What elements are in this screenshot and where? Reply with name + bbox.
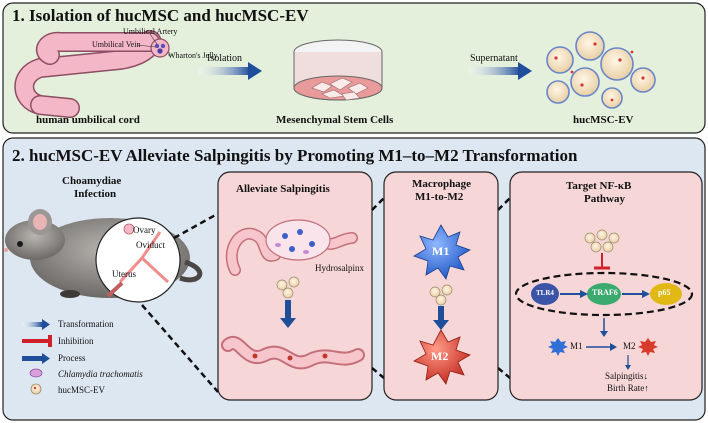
panel-a-title: Alleviate Salpingitis	[236, 183, 330, 195]
label-whartons-jelly: Wharton's Jelly	[168, 51, 218, 60]
ev-cluster-illustration	[546, 31, 656, 109]
outcome-salpingitis: Salpingitis↓	[605, 371, 649, 381]
caption-mesenchymal-stem-cells: Mesenchymal Stem Cells	[276, 114, 394, 126]
legend-icons	[22, 319, 52, 395]
petri-dish-illustration	[293, 39, 383, 101]
m1-mini-icon	[548, 338, 568, 356]
mini-m1-label: M1	[570, 341, 583, 351]
process-arrow-a	[280, 300, 296, 328]
section2-title: 2. hucMSC-EV Alleviate Salpingitis by Pr…	[12, 146, 578, 165]
reproductive-tract-zoom	[95, 217, 181, 303]
label-hydrosalpinx: Hydrosalpinx	[315, 263, 364, 273]
hydrosalpinx-illustration	[225, 219, 358, 276]
node-p65-label: p65	[658, 288, 671, 297]
ev-treatment-dots-b	[429, 284, 453, 306]
panel-c-title-line1: Target NF-κB	[566, 180, 632, 192]
legend-process: Process	[58, 353, 86, 363]
m2-macrophage-icon	[413, 329, 471, 385]
supernatant-arrow	[468, 62, 532, 80]
m2-mini-icon	[638, 338, 658, 356]
panel-b-title-line2: M1-to-M2	[415, 191, 464, 203]
ev-treatment-dots-c	[584, 229, 620, 253]
infection-title-line1: Choamydiae	[62, 175, 122, 187]
panel-c-title-line2: Pathway	[584, 193, 625, 205]
label-umbilical-vein: Umbilical Vein	[92, 40, 141, 49]
panel-b-title-line1: Macrophage	[412, 178, 472, 190]
process-arrow-b	[433, 306, 449, 330]
label-oviduct: Oviduct	[136, 240, 165, 250]
umbilical-cord-illustration	[14, 30, 170, 118]
node-tlr4-label: TLR4	[536, 289, 554, 297]
label-uterus: Uterus	[112, 269, 136, 279]
arrow-label-supernatant: Supernatant	[470, 53, 518, 64]
m1-label: M1	[432, 244, 450, 258]
legend-hucmsc-ev: hucMSC-EV	[58, 385, 105, 395]
arrow-label-isolation: Isolation	[207, 53, 242, 64]
section1-title: 1. Isolation of hucMSC and hucMSC-EV	[12, 6, 309, 25]
caption-human-umbilical-cord: human umbilical cord	[36, 114, 140, 126]
ev-treatment-dots-a	[276, 276, 300, 299]
m2-label: M2	[431, 349, 449, 363]
node-tlr4	[531, 283, 559, 305]
pathway-boundary	[514, 271, 694, 317]
node-p65	[650, 283, 682, 305]
legend-chlamydia: Chlamydia trachomatis	[58, 369, 143, 379]
inhibition-marker	[594, 253, 610, 270]
mini-m2-label: M2	[623, 341, 636, 351]
panel-macrophage	[383, 171, 499, 401]
outcome-birth-rate: Birth Rate↑	[607, 383, 649, 393]
node-traf6-label: TRAF6	[592, 288, 618, 297]
legend-inhibition: Inhibition	[58, 336, 94, 346]
label-umbilical-artery: Umbilical Artery	[123, 27, 178, 36]
node-traf6	[587, 283, 621, 305]
infection-title-line2: Infection	[74, 188, 117, 200]
caption-hucmsc-ev: hucMSC-EV	[573, 114, 634, 126]
label-ovary: Ovary	[133, 225, 156, 235]
healed-tube-illustration	[221, 336, 365, 370]
legend-transformation: Transformation	[58, 319, 114, 329]
m1-macrophage-icon	[413, 224, 471, 280]
isolation-arrow	[198, 62, 262, 80]
